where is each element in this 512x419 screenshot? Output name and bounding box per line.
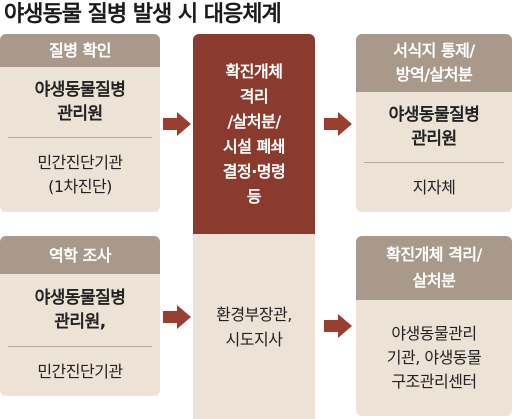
center-decision-block: 확진개체 격리 /살처분/ 시설 폐쇄 결정·명령 등 [193,34,315,234]
arrow-right-icon [163,112,191,136]
box-primary-agency: 야생동물질병 관리원, [34,288,126,332]
box-header: 확진개체 격리/ 살처분 [356,236,512,300]
box-header: 질병 확인 [0,34,160,67]
box-primary-agency: 야생동물질병 관리원 [34,80,126,124]
box-secondary-agency: 지자체 [412,177,456,197]
box-habitat-control: 서식지 통제/ 방역/살처분 야생동물질병 관리원 지자체 [356,34,512,212]
arrow-right-icon [324,314,352,338]
box-divider [8,346,152,347]
box-divider [364,162,504,163]
arrow-right-icon [324,112,352,136]
center-authority-block: 환경부장관, 시도지사 [193,234,315,419]
box-isolation-culling: 확진개체 격리/ 살처분 야생동물관리 기관, 야생동물 구조관리센터 [356,236,512,416]
box-secondary-agency: 야생동물관리 기관, 야생동물 구조관리센터 [386,324,482,391]
arrow-right-icon [163,305,191,329]
diagram-title: 야생동물 질병 발생 시 대응체계 [4,2,282,27]
box-primary-agency: 야생동물질병 관리원 [388,105,480,149]
box-divider [8,137,152,138]
box-epidemiological-investigation: 역학 조사 야생동물질병 관리원, 민간진단기관 [0,236,160,396]
box-header: 서식지 통제/ 방역/살처분 [356,34,512,92]
box-secondary-agency: 민간진단기관 (1차진단) [37,153,123,196]
box-secondary-agency: 민간진단기관 [37,361,123,381]
box-header: 역학 조사 [0,236,160,274]
box-disease-confirmation: 질병 확인 야생동물질병 관리원 민간진단기관 (1차진단) [0,34,160,212]
